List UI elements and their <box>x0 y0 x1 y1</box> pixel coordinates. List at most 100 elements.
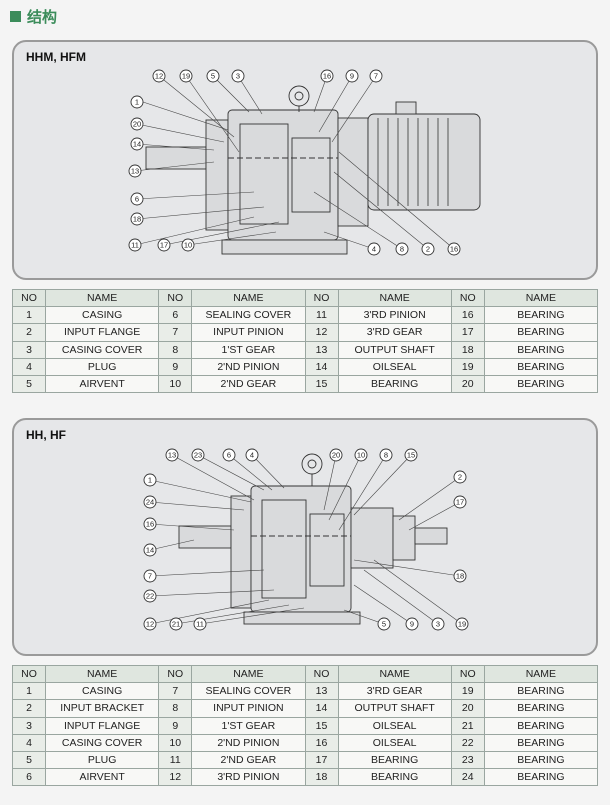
table-cell: INPUT FLANGE <box>44 323 160 342</box>
callout-2: 2 <box>453 470 467 484</box>
svg-text:17: 17 <box>456 498 464 507</box>
table-cell: 9 <box>158 357 193 376</box>
table-cell: CASING COVER <box>44 733 160 752</box>
table-cell: CASING <box>44 306 160 325</box>
callout-6: 6 <box>130 192 144 206</box>
table-cell: 10 <box>158 374 193 394</box>
table-cell: 6 <box>158 306 193 325</box>
column-header: NO <box>450 288 485 308</box>
table-cell: 1'ST GEAR <box>191 340 306 359</box>
section-marker-icon <box>10 10 21 22</box>
column-header: NAME <box>337 288 452 308</box>
table-header-row: NO NAME NO NAME NO NAME NO NAME <box>12 288 599 308</box>
callout-1: 1 <box>130 95 144 109</box>
column-header: NO <box>12 288 46 308</box>
table-cell: 12 <box>304 323 339 342</box>
table-cell: 5 <box>12 750 46 770</box>
table-cell: SEALING COVER <box>191 682 306 701</box>
callout-10: 10 <box>181 238 195 252</box>
table-cell: OUTPUT SHAFT <box>337 699 452 718</box>
table-cell: BEARING <box>483 733 599 752</box>
callout-4: 4 <box>245 448 259 462</box>
svg-text:13: 13 <box>131 167 139 176</box>
callout-2: 2 <box>421 242 435 256</box>
table-cell: 16 <box>450 306 485 325</box>
svg-text:7: 7 <box>374 72 378 81</box>
svg-text:5: 5 <box>211 72 215 81</box>
callout-23: 23 <box>191 448 205 462</box>
table-cell: BEARING <box>483 768 599 787</box>
table-cell: BEARING <box>483 374 599 394</box>
column-header: NO <box>158 664 193 684</box>
svg-text:8: 8 <box>400 245 404 254</box>
callout-3: 3 <box>431 617 445 631</box>
table-cell: 21 <box>450 716 485 735</box>
table-cell: 5 <box>12 374 46 394</box>
table-cell: 4 <box>12 733 46 752</box>
callout-7: 7 <box>143 569 157 583</box>
svg-text:11: 11 <box>196 620 204 629</box>
table-cell: BEARING <box>483 340 599 359</box>
callout-11: 11 <box>193 617 207 631</box>
table-cell: 11 <box>158 750 193 770</box>
diagram-label: HH, HF <box>26 428 66 442</box>
table-cell: 8 <box>158 699 193 718</box>
callout-13: 13 <box>165 448 179 462</box>
table-cell: 22 <box>450 733 485 752</box>
table-cell: 19 <box>450 357 485 376</box>
callout-13: 13 <box>128 164 142 178</box>
table-cell: OILSEAL <box>337 716 452 735</box>
svg-text:17: 17 <box>160 241 168 250</box>
callout-12: 12 <box>143 617 157 631</box>
table-cell: 17 <box>304 750 339 770</box>
callout-17: 17 <box>157 238 171 252</box>
table-cell: 13 <box>304 340 339 359</box>
callout-8: 8 <box>379 448 393 462</box>
diagram-panel-hh-hf: HH, HF <box>12 418 598 656</box>
column-header: NO <box>304 664 339 684</box>
table-cell: 18 <box>450 340 485 359</box>
table-cell: 3'RD PINION <box>337 306 452 325</box>
table-cell: 2'ND PINION <box>191 357 306 376</box>
callout-16: 16 <box>143 517 157 531</box>
table-cell: 2 <box>12 323 46 342</box>
table-cell: 15 <box>304 716 339 735</box>
table-cell: BEARING <box>483 699 599 718</box>
table-cell: INPUT PINION <box>191 699 306 718</box>
callout-20: 20 <box>130 117 144 131</box>
table-cell: OUTPUT SHAFT <box>337 340 452 359</box>
callout-5: 5 <box>206 69 220 83</box>
column-header: NO <box>158 288 193 308</box>
callout-7: 7 <box>369 69 383 83</box>
svg-text:4: 4 <box>372 245 376 254</box>
table-cell: BEARING <box>483 357 599 376</box>
svg-text:2: 2 <box>426 245 430 254</box>
column-header: NAME <box>44 664 160 684</box>
table-cell: BEARING <box>483 306 599 325</box>
table-cell: OILSEAL <box>337 357 452 376</box>
callout-3: 3 <box>231 69 245 83</box>
column-header: NAME <box>191 664 306 684</box>
svg-text:9: 9 <box>410 620 414 629</box>
column-header: NAME <box>44 288 160 308</box>
table-cell: 3 <box>12 716 46 735</box>
column-header: NAME <box>483 288 599 308</box>
callout-19: 19 <box>179 69 193 83</box>
callout-1: 1 <box>143 473 157 487</box>
diagram-label: HHM, HFM <box>26 50 86 64</box>
callout-14: 14 <box>143 543 157 557</box>
table-cell: 18 <box>304 768 339 787</box>
column-header: NO <box>12 664 46 684</box>
table-cell: 13 <box>304 682 339 701</box>
svg-text:12: 12 <box>155 72 163 81</box>
table-cell: BEARING <box>483 716 599 735</box>
gear-reducer-drawing-1: 12 19 5 3 16 9 7 1 20 14 13 6 18 11 17 1… <box>128 69 481 256</box>
table-cell: 8 <box>158 340 193 359</box>
svg-text:19: 19 <box>182 72 190 81</box>
table-cell: BEARING <box>483 682 599 701</box>
